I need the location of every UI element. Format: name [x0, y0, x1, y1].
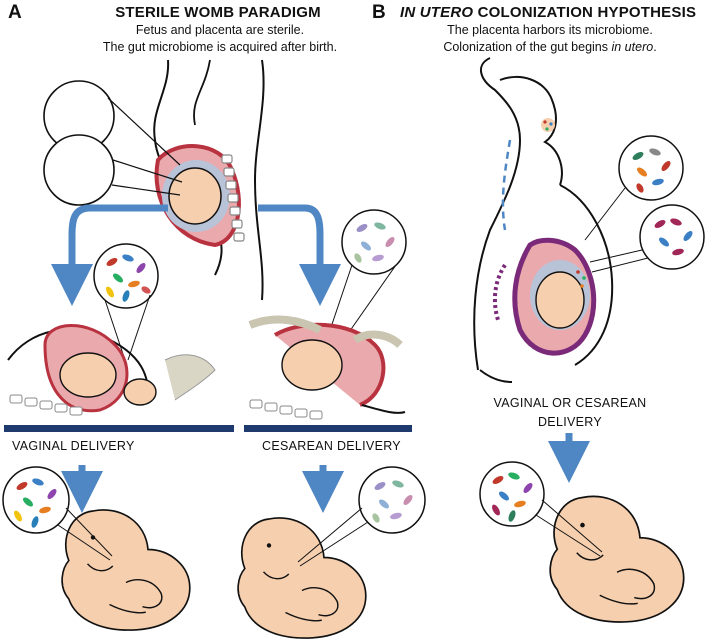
cesarean-delivery-label: CESAREAN DELIVERY [262, 439, 401, 453]
panel-b-subtitle: The placenta harbors its microbiome. Col… [400, 22, 700, 56]
microbe-circle-vaginal-mid [93, 243, 159, 361]
panel-b-subtitle-line1: The placenta harbors its microbiome. [447, 23, 653, 37]
vaginal-delivery-scene [4, 324, 234, 432]
panel-b-delivery-label: VAGINAL OR CESAREAN DELIVERY [493, 396, 647, 429]
microbe-circle-placenta-1 [584, 135, 684, 241]
microbe-circle-cesarean-mid [324, 209, 407, 346]
panel-b-letter: B [372, 2, 386, 23]
arrow-to-vaginal [51, 204, 168, 306]
microbe-circle-baby-vaginal [2, 466, 113, 561]
baby-in-utero [549, 495, 685, 623]
panel-a-title: STERILE WOMB PARADIGM [115, 4, 321, 21]
delivery-table-b [244, 425, 412, 432]
panel-b-title-rest: COLONIZATION HYPOTHESIS [473, 4, 697, 21]
panel-a-letter: A [8, 2, 22, 23]
panel-a-pregnant-woman [43, 59, 265, 301]
delivery-table-a [4, 425, 234, 432]
panel-a-subtitle-line2: The gut microbiome is acquired after bir… [102, 40, 338, 54]
microbe-circle-placenta-2 [589, 204, 705, 273]
panel-a-subtitle-line1: Fetus and placenta are sterile. [135, 23, 305, 37]
panel-b-pregnant-woman [473, 57, 614, 383]
vaginal-delivery-label: VAGINAL DELIVERY [12, 439, 135, 453]
baby-vaginal [61, 509, 191, 631]
microbe-circle-baby-in-utero [479, 461, 603, 557]
arrow-to-cesarean [258, 204, 341, 306]
cesarean-delivery-scene [244, 315, 412, 432]
panel-b-title: IN UTERO COLONIZATION HYPOTHESIS [400, 4, 710, 21]
panel-a-subtitle: Fetus and placenta are sterile. The gut … [30, 22, 410, 56]
microbe-circle-baby-cesarean [297, 466, 426, 567]
panel-b-title-italic: IN UTERO [400, 4, 474, 21]
panel-b-subtitle-line2: Colonization of the gut begins in utero. [443, 40, 657, 54]
